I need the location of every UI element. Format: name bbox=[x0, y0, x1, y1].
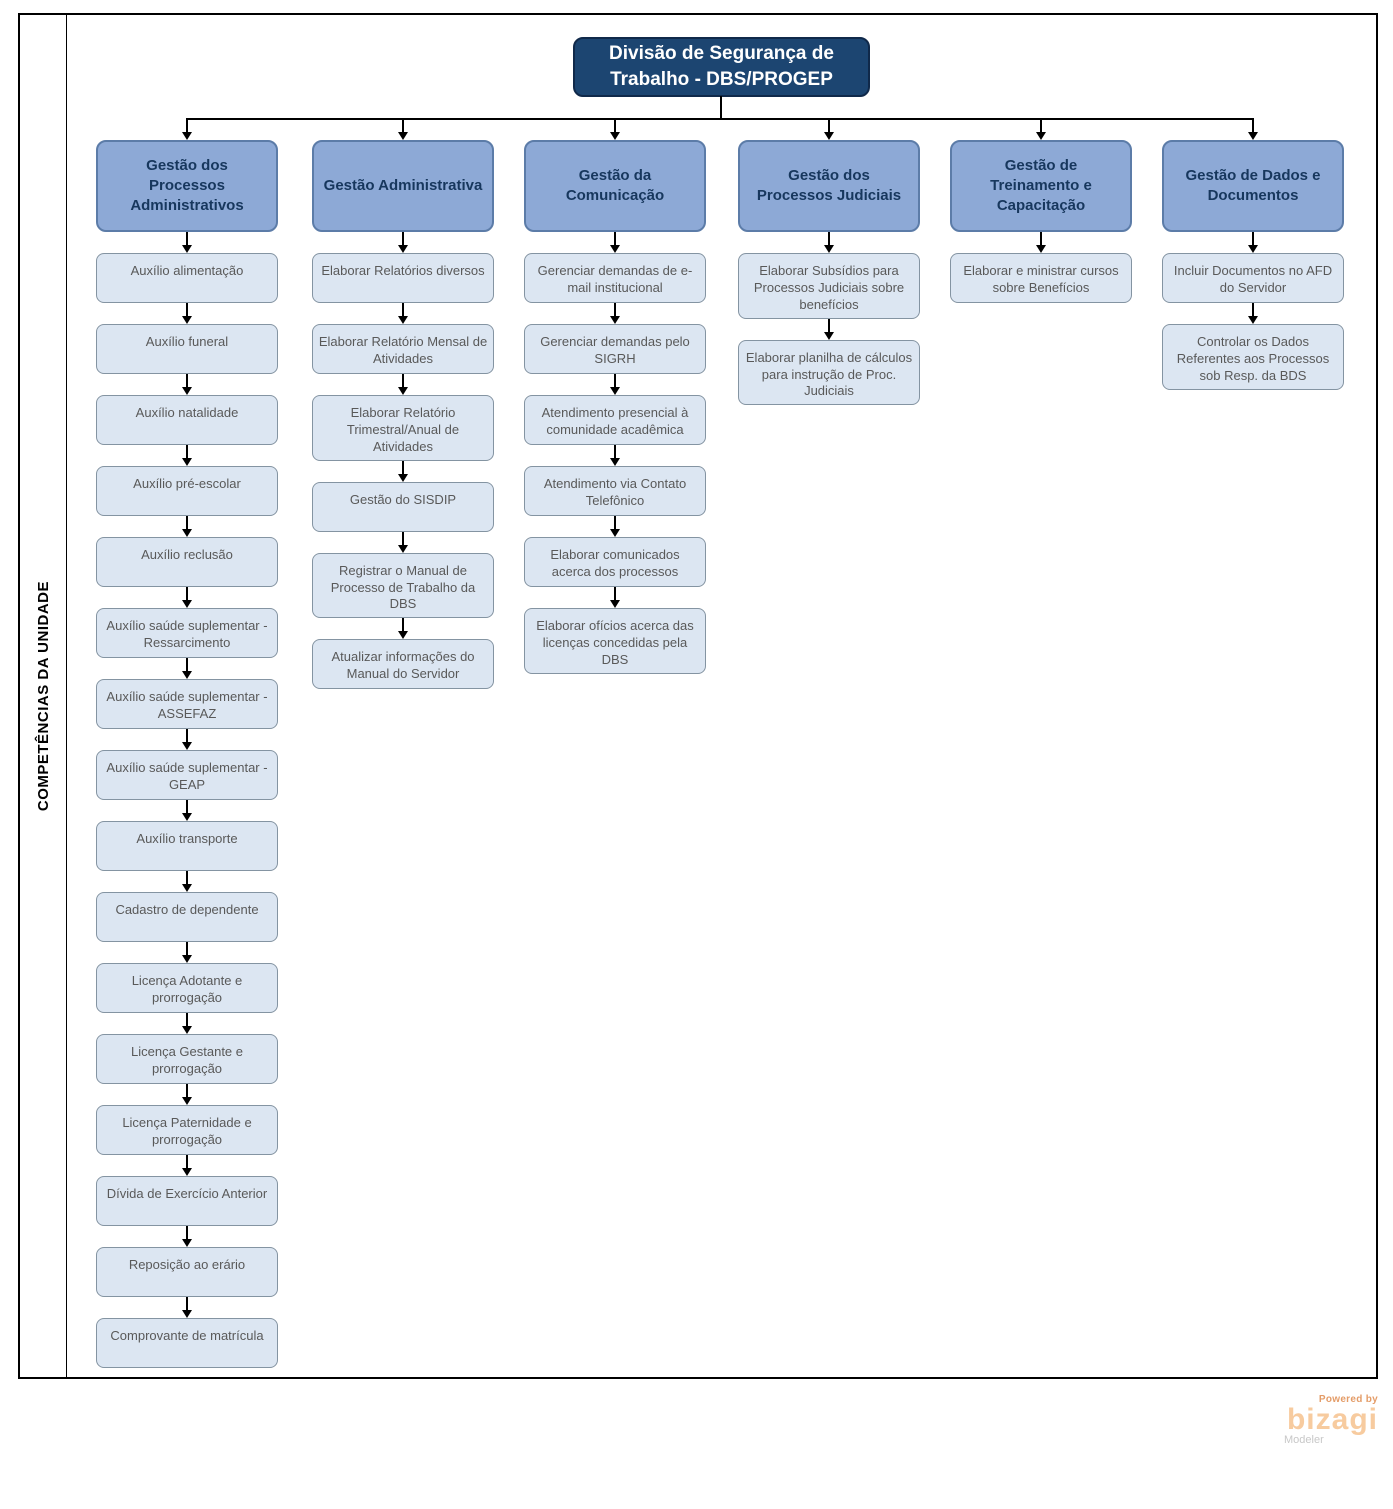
connector-bar bbox=[186, 118, 1254, 120]
task-box: Licença Adotante e prorrogação bbox=[96, 963, 278, 1013]
flow-arrow bbox=[312, 303, 494, 324]
task-box: Elaborar Relatório Trimestral/Anual de A… bbox=[312, 395, 494, 461]
root-node: Divisão de Segurança de Trabalho - DBS/P… bbox=[573, 37, 870, 97]
task-box: Auxílio transporte bbox=[96, 821, 278, 871]
flow-arrow bbox=[96, 942, 278, 963]
flow-arrow bbox=[524, 374, 706, 395]
flow-arrow bbox=[524, 516, 706, 537]
task-box: Gerenciar demandas de e-mail institucion… bbox=[524, 253, 706, 303]
lane-header: COMPETÊNCIAS DA UNIDADE bbox=[20, 15, 67, 1377]
flow-arrow bbox=[950, 232, 1132, 253]
bizagi-wordmark: bizagi bbox=[1286, 1403, 1378, 1436]
flow-arrow bbox=[96, 374, 278, 395]
task-box: Auxílio saúde suplementar - Ressarciment… bbox=[96, 608, 278, 658]
connector-drop bbox=[1036, 119, 1046, 141]
task-box: Incluir Documentos no AFD do Servidor bbox=[1162, 253, 1344, 303]
task-box: Atendimento presencial à comunidade acad… bbox=[524, 395, 706, 445]
connector-drop bbox=[182, 119, 192, 141]
task-box: Cadastro de dependente bbox=[96, 892, 278, 942]
flow-arrow bbox=[96, 658, 278, 679]
flow-arrow bbox=[312, 618, 494, 640]
task-box: Controlar os Dados Referentes aos Proces… bbox=[1162, 324, 1344, 390]
task-box: Auxílio natalidade bbox=[96, 395, 278, 445]
flow-arrow bbox=[96, 871, 278, 892]
task-box: Elaborar planilha de cálculos para instr… bbox=[738, 339, 920, 406]
diagram-frame: COMPETÊNCIAS DA UNIDADE bbox=[18, 13, 1378, 1379]
category-header: Gestão da Comunicação bbox=[524, 140, 706, 232]
flow-arrow bbox=[96, 1155, 278, 1176]
task-box: Elaborar e ministrar cursos sobre Benefí… bbox=[950, 253, 1132, 303]
connector-drop bbox=[1248, 119, 1258, 141]
flow-arrow bbox=[96, 303, 278, 324]
task-box: Gerenciar demandas pelo SIGRH bbox=[524, 324, 706, 374]
flow-arrow bbox=[96, 800, 278, 821]
task-box: Licença Gestante e prorrogação bbox=[96, 1034, 278, 1084]
flow-arrow bbox=[96, 587, 278, 608]
flow-arrow bbox=[312, 531, 494, 553]
flow-arrow bbox=[96, 1013, 278, 1034]
flow-arrow bbox=[96, 1226, 278, 1247]
connector-drop bbox=[824, 119, 834, 141]
task-box: Reposição ao erário bbox=[96, 1247, 278, 1297]
task-box: Licença Paternidade e prorrogação bbox=[96, 1105, 278, 1155]
task-box: Elaborar Relatório Mensal de Atividades bbox=[312, 324, 494, 374]
task-box: Auxílio alimentação bbox=[96, 253, 278, 303]
flow-arrow bbox=[96, 1297, 278, 1318]
flow-arrow bbox=[1162, 232, 1344, 253]
category-header: Gestão dos Processos Judiciais bbox=[738, 140, 920, 232]
flow-arrow bbox=[524, 587, 706, 608]
connector-stem bbox=[720, 96, 722, 119]
connector-drop bbox=[610, 119, 620, 141]
task-box: Atualizar informações do Manual do Servi… bbox=[312, 639, 494, 690]
flow-arrow bbox=[1162, 303, 1344, 324]
flow-arrow bbox=[312, 460, 494, 482]
flow-arrow bbox=[96, 232, 278, 253]
flow-arrow bbox=[96, 445, 278, 466]
powered-by-label: Powered by bbox=[1318, 1394, 1378, 1405]
task-box: Registrar o Manual de Processo de Trabal… bbox=[312, 552, 494, 619]
category-header: Gestão Administrativa bbox=[312, 140, 494, 232]
modeler-label: Modeler bbox=[1284, 1434, 1324, 1446]
task-box: Auxílio saúde suplementar - ASSEFAZ bbox=[96, 679, 278, 729]
task-box: Dívida de Exercício Anterior bbox=[96, 1176, 278, 1226]
task-box: Gestão do SISDIP bbox=[312, 481, 494, 532]
flow-arrow bbox=[738, 232, 920, 253]
flow-arrow bbox=[96, 516, 278, 537]
flow-arrow bbox=[312, 374, 494, 395]
category-header: Gestão dos Processos Administrativos bbox=[96, 140, 278, 232]
task-box: Comprovante de matrícula bbox=[96, 1318, 278, 1368]
task-box: Auxílio saúde suplementar - GEAP bbox=[96, 750, 278, 800]
task-box: Elaborar comunicados acerca dos processo… bbox=[524, 537, 706, 587]
flow-arrow bbox=[96, 1084, 278, 1105]
task-box: Elaborar Subsídios para Processos Judici… bbox=[738, 253, 920, 319]
category-header: Gestão de Treinamento e Capacitação bbox=[950, 140, 1132, 232]
task-box: Auxílio funeral bbox=[96, 324, 278, 374]
connector-drop bbox=[398, 119, 408, 141]
task-box: Elaborar Relatórios diversos bbox=[312, 253, 494, 303]
flow-arrow bbox=[96, 729, 278, 750]
category-header: Gestão de Dados e Documentos bbox=[1162, 140, 1344, 232]
bizagi-logo: Powered by bizagi Modeler bbox=[1278, 1394, 1378, 1446]
flow-arrow bbox=[524, 232, 706, 253]
task-box: Elaborar ofícios acerca das licenças con… bbox=[524, 608, 706, 674]
task-box: Auxílio reclusão bbox=[96, 537, 278, 587]
flow-arrow bbox=[738, 318, 920, 340]
flow-arrow bbox=[524, 303, 706, 324]
flow-arrow bbox=[312, 232, 494, 253]
task-box: Auxílio pré-escolar bbox=[96, 466, 278, 516]
task-box: Atendimento via Contato Telefônico bbox=[524, 466, 706, 516]
flow-arrow bbox=[524, 445, 706, 466]
